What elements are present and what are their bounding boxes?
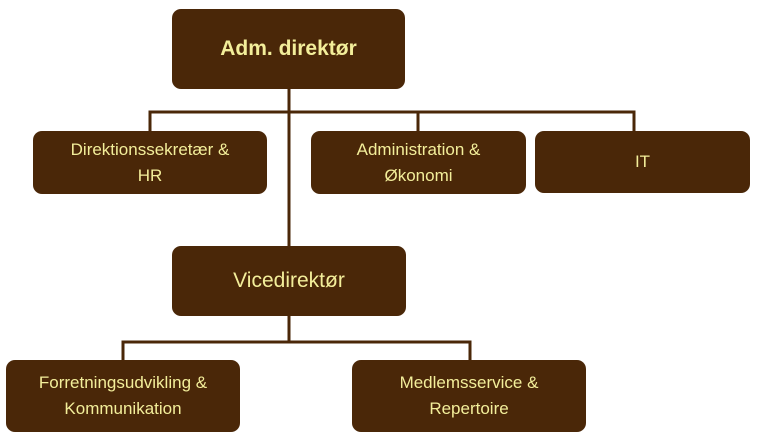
node-administration-okonomi: Administration & Økonomi [311,131,526,194]
node-forretningsudvikling-kommunikation: Forretningsudvikling & Kommunikation [6,360,240,432]
node-it: IT [535,131,750,193]
node-ceo: Adm. direktør [172,9,405,89]
node-vicedirektor: Vicedirektør [172,246,406,316]
node-direktionssekretaer-hr: Direktionssekretær & HR [33,131,267,194]
node-medlemsservice-repertoire: Medlemsservice & Repertoire [352,360,586,432]
